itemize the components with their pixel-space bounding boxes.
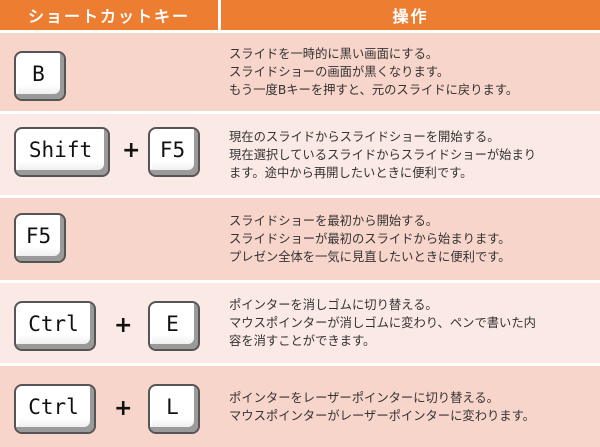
description-line: もう一度Bキーを押すと、元のスライドに戻ります。: [229, 83, 519, 97]
plus-sign: +: [114, 313, 133, 338]
key-l: L: [148, 384, 200, 434]
description-line: スライドショーを最初から開始する。: [229, 214, 439, 228]
description-line: スライドショーの画面が黒くなります。: [229, 65, 450, 79]
description-line: プレゼン全体を一気に見直したいときに便利です。: [229, 250, 511, 264]
key-ctrl: Ctrl: [14, 384, 96, 434]
table-row: F5 スライドショーを最初から開始する。スライドショーが最初のスライドから始まり…: [0, 198, 600, 280]
plus-sign: +: [122, 138, 141, 163]
key-ctrl: Ctrl: [14, 301, 96, 351]
description-line: ポインターをレーザーポインターに切り替える。: [229, 390, 499, 405]
table-row: Ctrl + E ポインターを消しゴムに切り替える。マウスポインターが消しゴムに変わ…: [0, 283, 600, 363]
description-line: 現在選択しているスライドからスライドショーが始まり: [229, 147, 537, 162]
key-f5: F5: [148, 127, 200, 177]
header-operation: 操作: [221, 0, 600, 30]
table-row: Shift + F5 現在のスライドからスライドショーを開始する。現在選択しているス…: [0, 114, 600, 195]
plus-sign: +: [114, 396, 133, 421]
description-line: ポインターを消しゴムに切り替える。: [229, 298, 438, 312]
description-line: マウスポインターが消しゴムに変わり、ペンで書いた内: [229, 316, 536, 330]
table-row: B スライドを一時的に黒い画面にする。スライドショーの画面が黒くなります。もう一…: [0, 33, 600, 111]
description-line: ます。途中から再開したいときに便利です。: [229, 165, 473, 180]
header-shortcut-key: ショートカットキー: [0, 0, 218, 30]
key-e: E: [148, 301, 200, 351]
description-line: マウスポインターがレーザーポインターに変わります。: [229, 408, 535, 423]
description-line: 容を消すことができます。: [229, 334, 376, 348]
table-row: Ctrl + L ポインターをレーザーポインターに切り替える。マウスポインターがレー…: [0, 366, 600, 447]
description-line: 現在のスライドからスライドショーを開始する。: [229, 129, 500, 144]
key-shift: Shift: [14, 127, 110, 177]
description-line: スライドを一時的に黒い画面にする。: [229, 47, 439, 61]
key-f5: F5: [14, 213, 66, 263]
description-line: スライドショーが最初のスライドから始まります。: [229, 232, 511, 246]
key-b: B: [14, 51, 66, 101]
